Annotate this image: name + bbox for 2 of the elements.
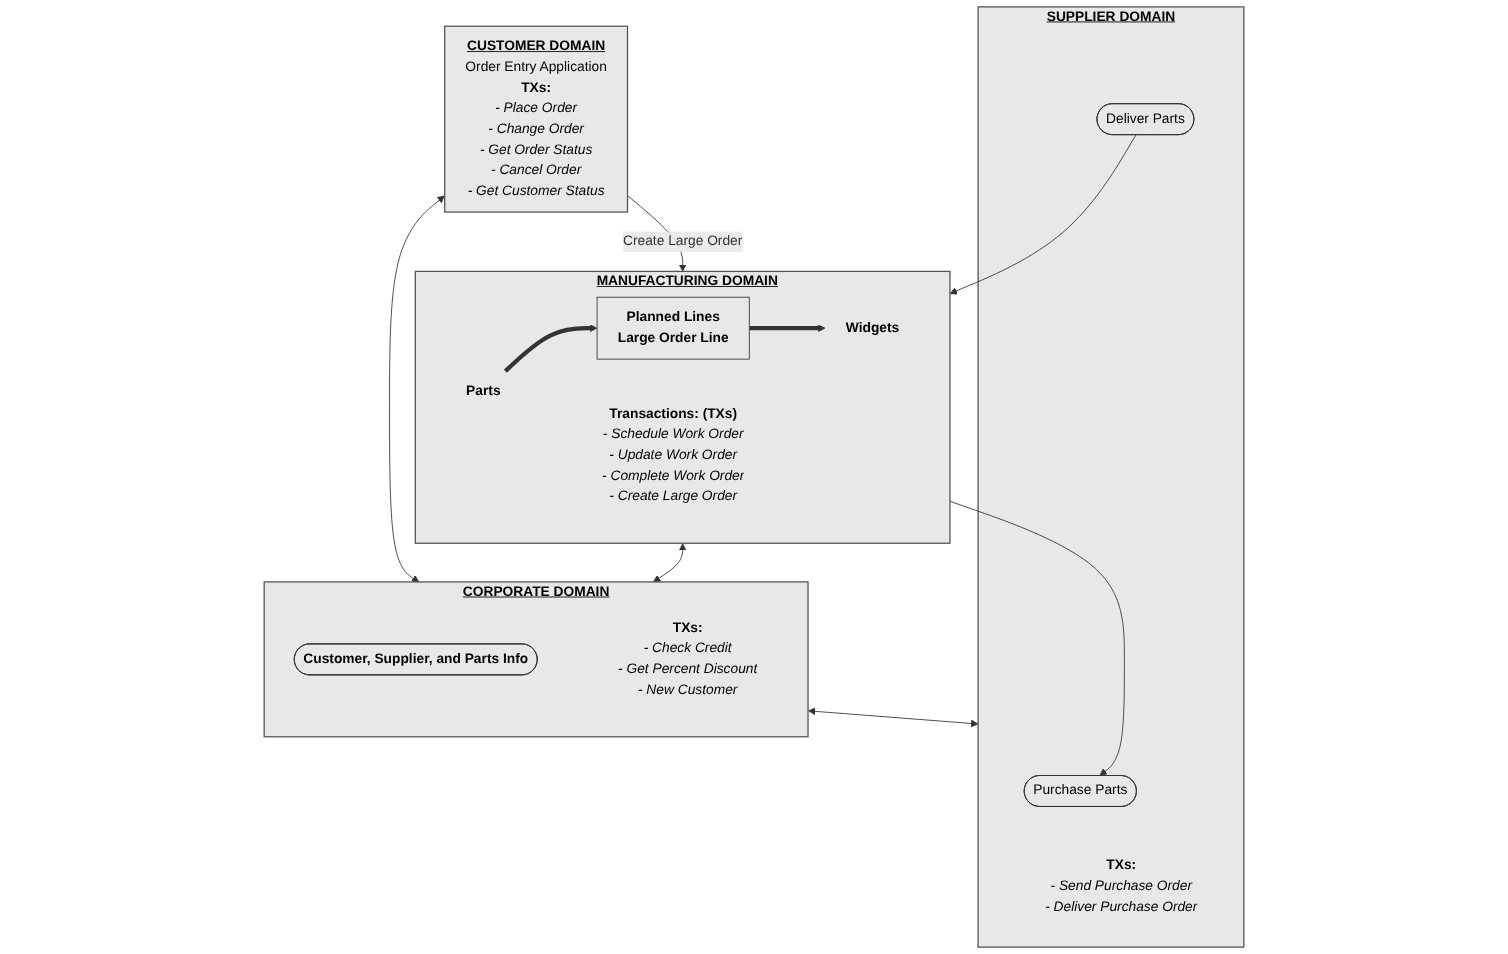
arrow	[503, 324, 598, 373]
arrow	[749, 324, 826, 332]
